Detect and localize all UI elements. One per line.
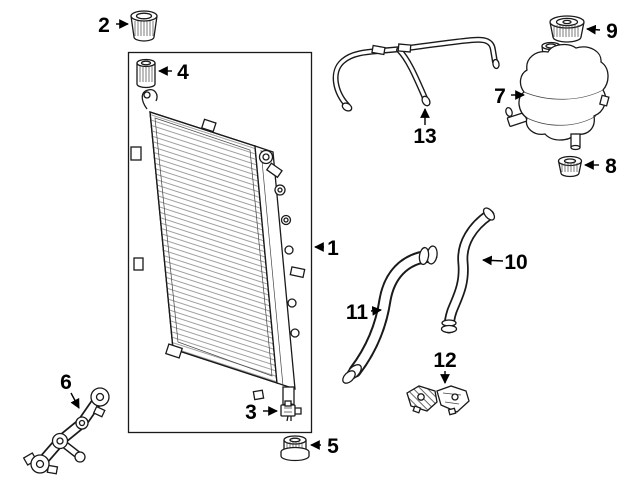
callout-5: 5 bbox=[310, 435, 339, 458]
callout-1-label: 1 bbox=[327, 237, 339, 260]
callout-7-label: 7 bbox=[494, 85, 506, 108]
callout-2-label: 2 bbox=[98, 14, 110, 37]
callout-8: 8 bbox=[584, 155, 617, 178]
callout-7: 7 bbox=[494, 85, 525, 108]
bracket-center-drawing bbox=[406, 385, 470, 416]
callout-3-label: 3 bbox=[245, 401, 257, 424]
callout-11-label: 11 bbox=[346, 301, 369, 324]
callout-5-label: 5 bbox=[327, 435, 339, 458]
callout-4-label: 4 bbox=[177, 61, 189, 84]
callout-9-label: 9 bbox=[606, 20, 618, 43]
callout-13: 13 bbox=[413, 108, 437, 148]
callout-12-label: 12 bbox=[433, 349, 456, 372]
callout-9: 9 bbox=[586, 20, 618, 43]
radiator-drawing bbox=[130, 89, 306, 417]
callout-4: 4 bbox=[158, 61, 189, 84]
bracket-left-drawing bbox=[22, 387, 110, 475]
callout-12: 12 bbox=[433, 349, 457, 384]
pipe-assembly-drawing bbox=[332, 36, 500, 112]
callout-11: 11 bbox=[346, 301, 382, 324]
hose-lower-drawing bbox=[342, 245, 438, 384]
callout-6-label: 6 bbox=[60, 371, 72, 394]
callout-10: 10 bbox=[482, 251, 528, 274]
callout-1: 1 bbox=[314, 237, 339, 260]
callout-3: 3 bbox=[245, 401, 278, 424]
hose-upper-drawing bbox=[440, 207, 496, 334]
clip-drawing bbox=[280, 400, 302, 422]
radiator-cap-drawing bbox=[130, 10, 158, 42]
reservoir-cap-drawing bbox=[549, 15, 585, 43]
callout-10-label: 10 bbox=[504, 251, 527, 274]
callout-13-label: 13 bbox=[413, 125, 436, 148]
grommet-drawing bbox=[280, 435, 310, 462]
callout-6: 6 bbox=[60, 371, 80, 409]
small-cap-drawing bbox=[557, 155, 583, 178]
callout-8-label: 8 bbox=[605, 155, 617, 178]
callout-2: 2 bbox=[98, 14, 129, 37]
radiator-group-box bbox=[127, 51, 313, 434]
reservoir-drawing bbox=[505, 41, 610, 151]
plug-drawing bbox=[136, 58, 156, 89]
